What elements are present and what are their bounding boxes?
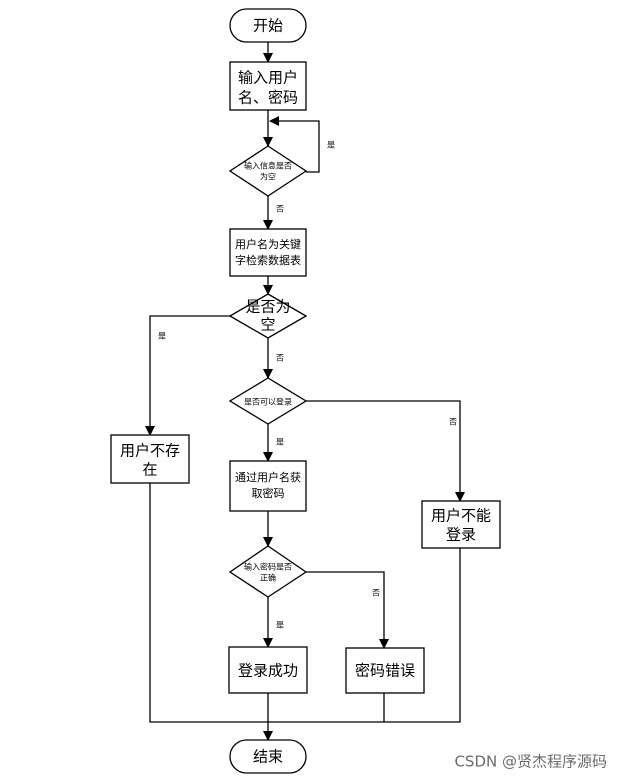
check-empty-result-line1: 是否为 — [245, 298, 290, 316]
check-empty-input-line2: 为空 — [260, 172, 276, 182]
check-password-line2: 正确 — [260, 573, 276, 583]
start-label: 开始 — [253, 17, 283, 35]
search-process: 用户名为关键 字检索数据表 — [229, 228, 307, 277]
connectors — [145, 42, 465, 741]
cannot-login-process: 用户不能 登录 — [421, 500, 501, 549]
search-label-line2: 字检索数据表 — [235, 253, 301, 267]
start-terminal: 开始 — [229, 8, 307, 43]
user-not-exist-line1: 用户不存 — [120, 442, 180, 460]
check-empty-input-decision: 输入信息是否 为空 — [228, 145, 308, 197]
input-process: 输入用户 名、密码 — [229, 61, 307, 111]
label-yes-can-login: 是 — [276, 438, 284, 447]
login-success-process: 登录成功 — [228, 646, 308, 694]
input-label-line2: 名、密码 — [238, 89, 298, 107]
cannot-login-line1: 用户不能 — [431, 507, 491, 525]
label-no-can-login: 否 — [449, 418, 457, 427]
cannot-login-line2: 登录 — [446, 526, 476, 544]
check-password-decision: 输入密码是否 正确 — [228, 545, 308, 598]
label-no-empty-input: 否 — [276, 205, 284, 214]
password-error-label: 密码错误 — [355, 662, 415, 680]
check-password-line1: 输入密码是否 — [244, 562, 292, 572]
input-label-line1: 输入用户 — [238, 69, 298, 87]
end-label: 结束 — [253, 748, 283, 766]
arrow-empty-loop-back — [269, 116, 320, 173]
arrow-to-password-error — [306, 571, 389, 649]
get-password-line2: 取密码 — [252, 486, 285, 500]
get-password-process: 通过用户名获 取密码 — [229, 460, 307, 512]
label-yes-password: 是 — [276, 621, 284, 630]
check-empty-result-line2: 空 — [260, 316, 275, 334]
check-empty-input-line1: 输入信息是否 — [244, 161, 292, 171]
get-password-line1: 通过用户名获 — [235, 470, 301, 484]
label-yes-empty-input: 是 — [327, 141, 335, 150]
user-not-exist-process: 用户不存 在 — [110, 434, 190, 484]
search-label-line1: 用户名为关键 — [235, 237, 301, 251]
check-can-login-decision: 是否可以登录 — [228, 377, 308, 425]
branch-labels: 是 否 是 否 否 是 否 是 — [158, 141, 457, 630]
login-success-label: 登录成功 — [238, 662, 298, 680]
password-error-process: 密码错误 — [345, 647, 425, 694]
arrow-to-cannot-login — [306, 400, 465, 502]
label-yes-empty-result: 是 — [158, 332, 166, 341]
end-terminal: 结束 — [229, 739, 307, 774]
check-empty-result-decision: 是否为 空 — [228, 293, 308, 339]
label-no-empty-result: 否 — [276, 354, 284, 363]
csdn-watermark: CSDN @贤杰程序源码 — [454, 753, 607, 771]
arrow-to-user-not-exist — [145, 315, 230, 436]
user-not-exist-line2: 在 — [142, 461, 157, 479]
label-no-password: 否 — [372, 589, 380, 598]
check-can-login-label: 是否可以登录 — [244, 397, 292, 407]
merge-line-outer — [149, 483, 461, 723]
